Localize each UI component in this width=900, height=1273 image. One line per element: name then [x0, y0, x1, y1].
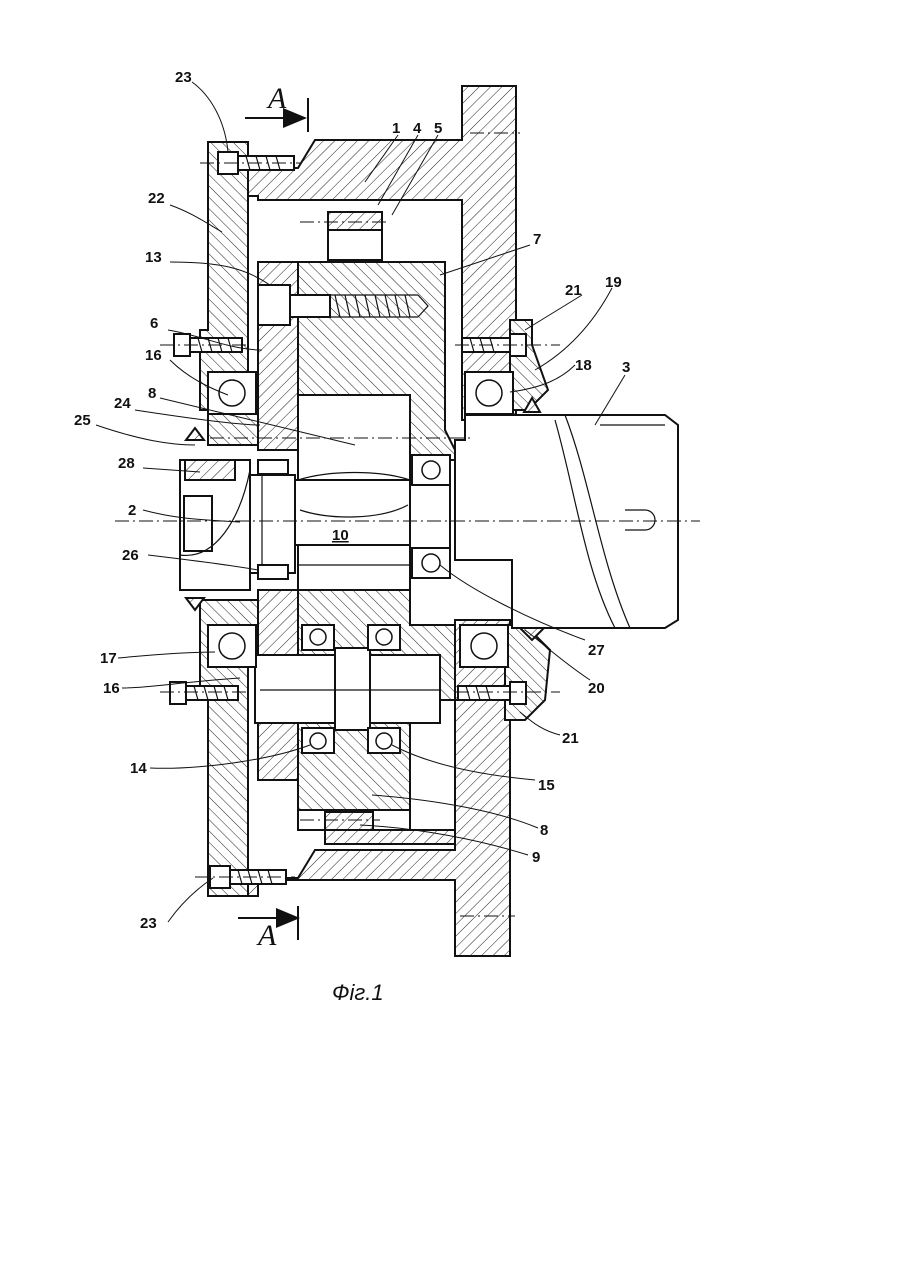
- label-19: 19: [605, 274, 622, 291]
- ring-gear-top: [328, 212, 382, 260]
- figure-caption: Фіг.1: [332, 980, 384, 1005]
- label-18: 18: [575, 357, 592, 374]
- label-21-bottom: 21: [562, 730, 579, 747]
- label-24: 24: [114, 395, 131, 412]
- label-26: 26: [122, 547, 139, 564]
- label-13: 13: [145, 249, 162, 266]
- label-15: 15: [538, 777, 555, 794]
- section-marker-top: A: [245, 82, 308, 132]
- bolt-16-bottom: [170, 682, 238, 704]
- label-21-top: 21: [565, 282, 582, 299]
- bearing-18: [465, 372, 513, 414]
- label-5: 5: [434, 120, 442, 137]
- label-27: 27: [588, 642, 605, 659]
- label-23-top: 23: [175, 69, 192, 86]
- label-7: 7: [533, 231, 541, 248]
- label-16-bottom: 16: [103, 680, 120, 697]
- label-10: 10: [332, 527, 349, 544]
- label-2: 2: [128, 502, 136, 519]
- label-8-bottom: 8: [540, 822, 548, 839]
- ring-gear-bottom: [298, 810, 455, 844]
- label-17: 17: [100, 650, 117, 667]
- label-16-top: 16: [145, 347, 162, 364]
- label-22: 22: [148, 190, 165, 207]
- label-20: 20: [588, 680, 605, 697]
- label-9: 9: [532, 849, 540, 866]
- label-4: 4: [413, 120, 422, 137]
- eccentric-shaft: [292, 395, 410, 590]
- label-23-bottom: 23: [140, 915, 157, 932]
- bearing-16-top: [208, 372, 256, 414]
- section-marker-bottom: A: [238, 906, 298, 952]
- section-label-bottom: A: [256, 919, 277, 952]
- planet-shaft: [255, 648, 440, 730]
- section-label-top: A: [266, 82, 287, 115]
- label-25: 25: [74, 412, 91, 429]
- bearing-17: [208, 625, 256, 667]
- label-14: 14: [130, 760, 147, 777]
- label-8-top: 8: [148, 385, 156, 402]
- label-6: 6: [150, 315, 158, 332]
- bearing-20: [460, 625, 508, 667]
- label-28: 28: [118, 455, 135, 472]
- label-3: 3: [622, 359, 630, 376]
- label-1: 1: [392, 120, 400, 137]
- bolt-21-bottom: [458, 682, 526, 704]
